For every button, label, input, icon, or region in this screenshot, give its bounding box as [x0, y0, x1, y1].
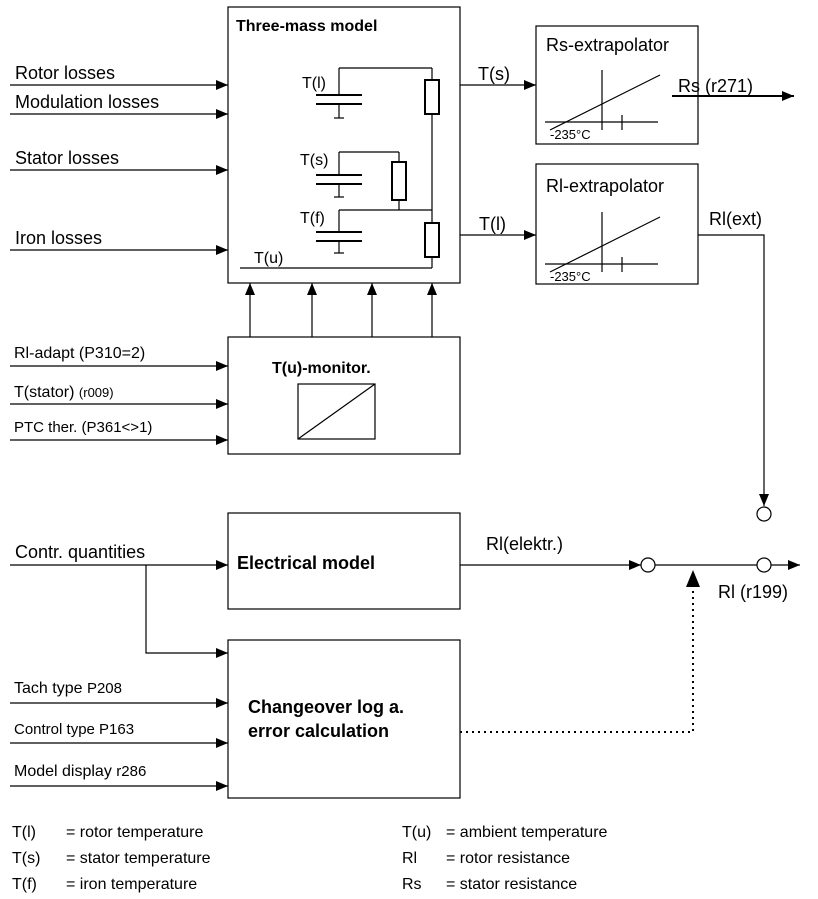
- switch-control-line: [460, 585, 694, 733]
- label-tf: T(f): [300, 210, 325, 227]
- capacitor-ts-icon: [316, 151, 399, 198]
- contr-quantities-branch: [145, 565, 228, 658]
- rl-ext-wire: [698, 234, 769, 506]
- legend-desc: = ambient temperature: [446, 824, 608, 841]
- rl-output-label: Rl (r199): [718, 582, 788, 602]
- rs-temp-label: -235°C: [550, 127, 591, 142]
- tach-type-label: Tach type P208: [14, 680, 122, 697]
- rl-extrapolator-title: Rl-extrapolator: [546, 176, 664, 196]
- ts-output-label: T(s): [478, 64, 510, 84]
- rl-output-switch-contact: [756, 557, 772, 573]
- changeover-title-line1: Changeover log a.: [248, 697, 404, 717]
- legend-sym: Rl: [402, 850, 417, 867]
- rl-temp-label: -235°C: [550, 269, 591, 284]
- legend-desc: = rotor resistance: [446, 850, 570, 867]
- legend-desc: = stator temperature: [66, 850, 211, 867]
- model-display-label: Model display r286: [14, 763, 146, 780]
- rotor-losses-label: Rotor losses: [15, 63, 115, 83]
- three-mass-outputs: T(s) T(l): [460, 64, 536, 240]
- changeover-block: Changeover log a. error calculation: [227, 639, 461, 799]
- iron-losses-label: Iron losses: [15, 228, 102, 248]
- control-type-label: Control type P163: [14, 721, 134, 738]
- rs-extrapolator-title: Rs-extrapolator: [546, 35, 669, 55]
- rs-extrapolator-block: Rs-extrapolator -235°C: [535, 25, 699, 145]
- thermal-resistor-network-icon: [240, 68, 440, 269]
- electrical-model-title: Electrical model: [237, 553, 375, 573]
- switch-control-arrowhead: [686, 570, 700, 587]
- monitor-inputs: Rl-adapt (P310=2) T(stator) (r009) PTC t…: [10, 345, 228, 445]
- three-mass-model-block: Three-mass model T(l) T(s): [227, 6, 461, 284]
- legend-sym: T(f): [12, 876, 37, 893]
- legend-desc: = rotor temperature: [66, 824, 204, 841]
- electrical-model-block: Electrical model: [227, 512, 461, 610]
- legend-desc: = iron temperature: [66, 876, 197, 893]
- t-stator-label: T(stator) (r009): [14, 384, 114, 401]
- ptc-therm-label: PTC ther. (P361<>1): [14, 419, 152, 436]
- rl-extrapolator-block: Rl-extrapolator -235°C: [535, 163, 699, 285]
- legend-sym: T(l): [12, 824, 36, 841]
- monitor-to-model-arrows: [245, 283, 437, 337]
- three-mass-model-title: Three-mass model: [236, 18, 377, 35]
- label-tl: T(l): [302, 75, 326, 92]
- capacitor-tl-icon: [316, 67, 432, 119]
- stator-losses-label: Stator losses: [15, 148, 119, 168]
- legend-sym: T(u): [402, 824, 431, 841]
- changeover-title-line2: error calculation: [248, 721, 389, 741]
- tl-output-label: T(l): [479, 214, 506, 234]
- rl-ext-switch-contact: [756, 506, 772, 522]
- legend-desc: = stator resistance: [446, 876, 577, 893]
- rl-elektr-switch-contact: [640, 557, 656, 573]
- rl-elektr-label: Rl(elektr.): [486, 534, 563, 554]
- label-ts: T(s): [300, 152, 328, 169]
- capacitor-tf-icon: [316, 209, 432, 254]
- linear-graph-icon: [545, 212, 661, 273]
- label-tu: T(u): [254, 250, 283, 267]
- rl-ext-label: Rl(ext): [709, 209, 762, 229]
- changeover-inputs: Tach type P208 Control type P163 Model d…: [10, 680, 228, 791]
- loss-inputs: Rotor losses Modulation losses Stator lo…: [10, 63, 228, 255]
- rl-adapt-label: Rl-adapt (P310=2): [14, 345, 145, 362]
- contr-quantities-label: Contr. quantities: [15, 542, 145, 562]
- rs-output-label: Rs (r271): [678, 76, 753, 96]
- linear-graph-icon: [545, 70, 661, 131]
- legend-sym: T(s): [12, 850, 40, 867]
- legend-sym: Rs: [402, 876, 422, 893]
- tu-monitor-block: T(u)-monitor.: [227, 336, 461, 455]
- transfer-function-icon: [297, 383, 376, 440]
- tu-monitor-title: T(u)-monitor.: [272, 360, 371, 377]
- modulation-losses-label: Modulation losses: [15, 92, 159, 112]
- legend: T(l) = rotor temperature T(s) = stator t…: [12, 824, 608, 893]
